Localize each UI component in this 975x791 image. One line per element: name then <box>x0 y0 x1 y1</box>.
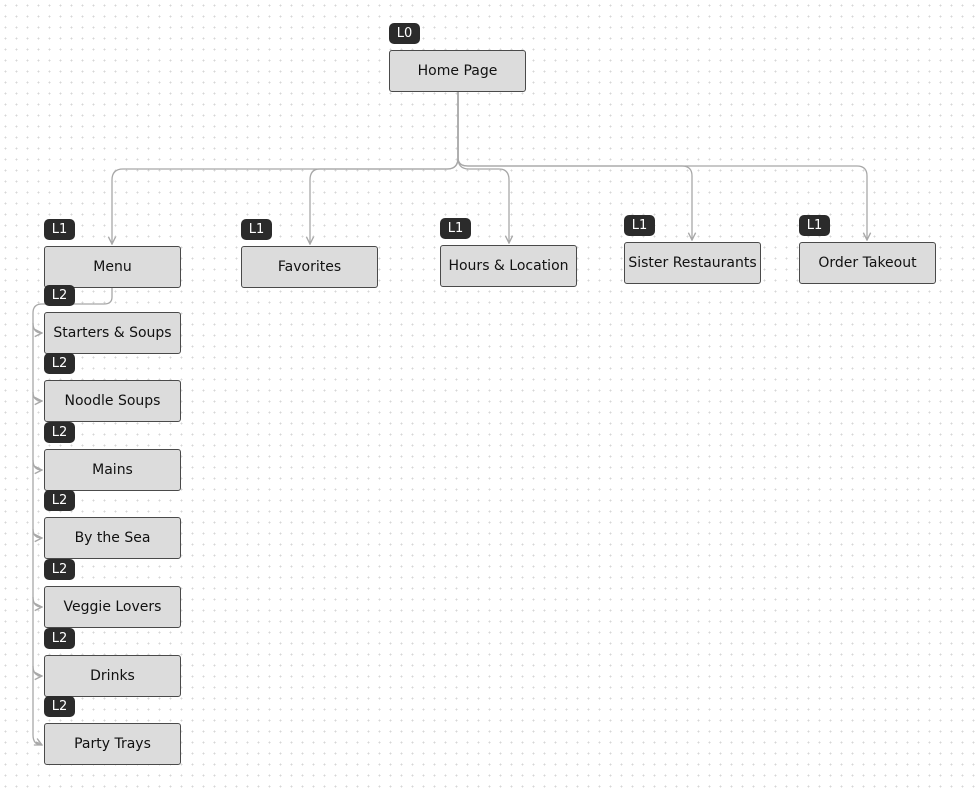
connector-menu-to-sea <box>32 528 42 538</box>
level-badge-menu: L1 <box>44 219 75 240</box>
connector-home-to-takeout <box>457 92 867 240</box>
connector-menu-to-mains <box>32 459 42 470</box>
level-badge-hours-location: L1 <box>440 218 471 239</box>
level-badge-starters-soups: L2 <box>44 285 75 306</box>
level-badge-party-trays: L2 <box>44 696 75 717</box>
connector-menu-to-starters <box>32 322 42 333</box>
node-favorites[interactable]: Favorites <box>241 246 378 288</box>
node-mains[interactable]: Mains <box>44 449 181 491</box>
level-badge-noodle-soups: L2 <box>44 353 75 374</box>
node-veggie-lovers[interactable]: Veggie Lovers <box>44 586 181 628</box>
connector-menu-to-veggie <box>32 596 42 607</box>
level-badge-drinks: L2 <box>44 628 75 649</box>
node-drinks[interactable]: Drinks <box>44 655 181 697</box>
level-badge-by-the-sea: L2 <box>44 490 75 511</box>
node-hours-location[interactable]: Hours & Location <box>440 245 577 287</box>
connector-menu-to-noodle <box>32 391 42 401</box>
level-badge-home: L0 <box>389 23 420 44</box>
connector-menu-to-drinks <box>32 665 42 676</box>
connector-menu-to-party <box>36 742 42 745</box>
node-by-the-sea[interactable]: By the Sea <box>44 517 181 559</box>
node-starters-soups[interactable]: Starters & Soups <box>44 312 181 354</box>
connector-home-to-favorites <box>310 92 459 244</box>
level-badge-favorites: L1 <box>241 219 272 240</box>
level-badge-sister-restaurants: L1 <box>624 215 655 236</box>
node-menu[interactable]: Menu <box>44 246 181 288</box>
node-home-page[interactable]: Home Page <box>389 50 526 92</box>
node-order-takeout[interactable]: Order Takeout <box>799 242 936 284</box>
node-noodle-soups[interactable]: Noodle Soups <box>44 380 181 422</box>
level-badge-order-takeout: L1 <box>799 215 830 236</box>
level-badge-mains: L2 <box>44 422 75 443</box>
connector-home-to-menu <box>112 92 459 244</box>
level-badge-veggie-lovers: L2 <box>44 559 75 580</box>
node-party-trays[interactable]: Party Trays <box>44 723 181 765</box>
node-sister-restaurants[interactable]: Sister Restaurants <box>624 242 761 284</box>
